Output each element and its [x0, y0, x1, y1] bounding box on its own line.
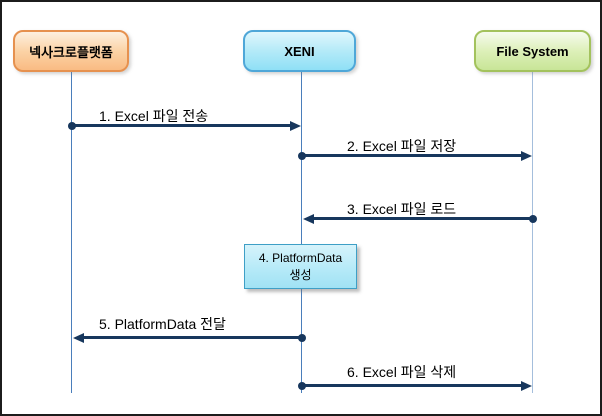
- action-box-line2: 생성: [289, 267, 312, 282]
- message-label-2: 2. Excel 파일 저장: [347, 138, 457, 154]
- message-arrow-3: [303, 213, 537, 224]
- message-source-dot-icon: [68, 121, 76, 130]
- message-label-3: 3. Excel 파일 로드: [347, 201, 457, 217]
- message-arrow-6: [298, 380, 532, 391]
- action-box-line1: 4. PlatformData: [258, 250, 343, 265]
- actor-file-system: File System: [474, 30, 591, 72]
- message-label-1: 1. Excel 파일 전송: [99, 108, 209, 124]
- arrowhead-left-icon: [303, 213, 314, 224]
- message-label-6: 6. Excel 파일 삭제: [347, 364, 457, 380]
- lifeline-xeni: [301, 72, 302, 393]
- actor-xeni: XENI: [243, 30, 356, 72]
- message-source-dot-icon: [529, 214, 537, 223]
- actor-xeni-label: XENI: [284, 43, 315, 59]
- lifeline-nexacro-platform: [71, 72, 72, 393]
- actor-file-system-label: File System: [496, 43, 569, 59]
- message-label-5: 5. PlatformData 전달: [99, 316, 226, 332]
- message-arrow-1: [68, 120, 301, 131]
- message-source-dot-icon: [298, 381, 306, 390]
- lifeline-file-system: [532, 72, 533, 393]
- message-source-dot-icon: [298, 151, 306, 160]
- message-source-dot-icon: [298, 333, 306, 342]
- actor-nexacro-label: 넥사크로플랫폼: [29, 44, 113, 60]
- message-arrow-2: [298, 150, 532, 161]
- arrowhead-right-icon: [290, 120, 301, 131]
- message-arrow-5: [73, 332, 306, 343]
- arrowhead-right-icon: [521, 380, 532, 391]
- actor-nexacro-platform: 넥사크로플랫폼: [13, 30, 129, 72]
- action-box-platformdata: 4. PlatformData 생성: [244, 244, 357, 289]
- arrowhead-left-icon: [73, 332, 84, 343]
- arrowhead-right-icon: [521, 150, 532, 161]
